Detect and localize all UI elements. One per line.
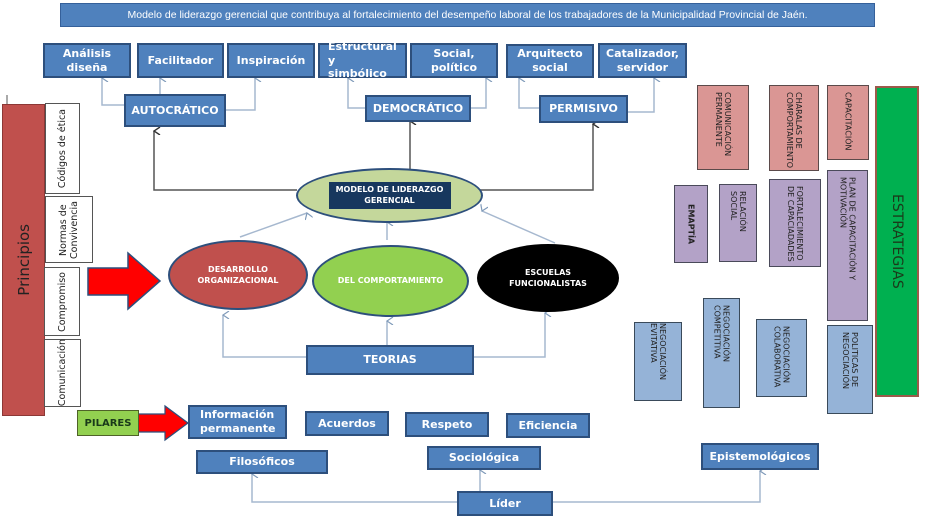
diagram-title: Modelo de liderazgo gerencial que contri… [60,3,875,27]
line-lider-filosoficos [252,474,458,503]
line-perm-catalizador [628,78,654,113]
strategy-negociacion-evitativa: NEGOCIACIÓN EVITATIVA [634,322,682,401]
principio-label: Compromiso [56,271,68,332]
trait-catalizador-servidor: Catalizador, servidor [598,43,687,78]
style-label: DEMOCRÁTICO [372,101,464,115]
strategy-empatia: EMAPTÍA [674,185,708,263]
strategy-label: POLITICAS DE NEGOCIACIÓN [841,332,859,390]
trait-inspiracion: Inspiración [227,43,315,78]
trait-label: Arquitecto social [517,47,583,74]
strategy-comunicacion-permanente: COMUNICACIÓN PERMANENTE [697,85,749,170]
estrategias-label: ESTRATEGIAS [889,194,905,289]
line-model-auto [154,131,297,191]
pilar-eficiencia: Eficiencia [506,413,590,438]
pilar-respeto: Respeto [405,412,489,437]
pilar-acuerdos: Acuerdos [305,411,389,436]
teorias-box: TEORIAS [306,345,474,375]
line-teorias-desarrollo [223,315,307,358]
line-model-perm [480,124,593,191]
line-auto-inspiracion [225,78,255,111]
trait-analisis-disena: Análisis diseña [43,43,131,78]
strategy-label: RELACIÓN SOCIAL [729,191,747,232]
style-permisivo: PERMISIVO [539,95,628,123]
lider-label: Líder [489,496,521,510]
line-perm-arquitecto [519,78,540,109]
base-sociologica: Sociológica [427,446,541,470]
strategy-label: FORTALECIMIENTO DE CAPACIADADES [786,186,804,262]
strategy-negociacion-competitiva: NEGOCIACIÓN COMPETITIVA [703,298,740,408]
strategy-capacitacion: CAPACITACIÓN [827,85,869,160]
pilares-box: PILARES [77,410,139,436]
strategy-label: CHARALAS DE COMPORTAMIENTO [785,92,803,169]
principio-label: Normas de Convivencia [58,200,80,259]
red-arrow-principios-icon [87,251,162,311]
theory-label: DESARROLLO ORGANIZACIONAL [197,264,279,285]
principio-label: Códigos de ética [57,108,68,189]
pilar-informacion-permanente: Información permanente [188,405,287,439]
strategy-charlas-comportamiento: CHARALAS DE COMPORTAMIENTO [769,85,819,171]
pilar-label: Información permanente [200,408,276,435]
principio-comunicacion: Comunicación [44,339,81,407]
line-demo-social [470,78,486,109]
strategy-relacion-social: RELACIÓN SOCIAL [719,184,757,262]
base-filosoficos: Filosóficos [196,450,328,474]
trait-label: Social, político [430,46,478,74]
line-lider-epistemologicos [542,471,760,503]
trait-label: Facilitador [147,53,214,67]
theory-desarrollo-organizacional: DESARROLLO ORGANIZACIONAL [168,240,308,310]
theory-label: DEL COMPORTAMIENTO [337,276,444,286]
line-escuelas-model [482,211,556,244]
trait-arquitecto-social: Arquitecto social [506,44,594,78]
strategy-label: NEGOCIACIÓN COLABORATIVA [772,326,791,388]
base-label: Sociológica [448,451,520,465]
principio-codigos-etica: Códigos de ética [45,103,80,194]
model-ellipse: MODELO DE LIDERAZGO GERENCIAL [296,168,483,223]
strategy-label: EMAPTÍA [686,203,696,245]
strategy-plan-capacitacion-motivacion: PLAN DE CAPACITACIÓN Y MOTIVACIÓN [827,170,868,321]
style-label: AUTOCRÁTICO [131,103,219,117]
style-label: PERMISIVO [549,102,618,116]
teorias-label: TEORIAS [363,353,417,367]
style-autocratico: AUTOCRÁTICO [124,94,226,127]
line-auto-analisis [102,78,125,106]
pilar-label: Respeto [421,417,473,431]
strategy-politicas-negociacion: POLITICAS DE NEGOCIACIÓN [827,325,873,414]
lider-box: Líder [457,491,553,516]
principios-label: Principios [14,224,33,296]
red-arrow-pilares-icon [137,404,190,442]
line-desarrollo-model [239,213,307,238]
theory-label: ESCUELAS FUNCIONALISTAS [509,267,587,288]
pilar-label: Eficiencia [518,418,578,432]
principios-bar: Principios [2,104,45,416]
strategy-fortalecimiento-capacidades: FORTALECIMIENTO DE CAPACIADADES [769,179,821,267]
strategy-label: NEGOCIACIÓN COMPETITIVA [712,305,731,363]
line-teorias-escuelas [474,313,545,358]
trait-label: Análisis diseña [62,46,112,74]
base-label: Filosóficos [229,455,295,469]
theory-del-comportamiento: DEL COMPORTAMIENTO [312,245,469,317]
strategy-label: NEGOCIACIÓN EVITATIVA [649,323,667,381]
strategy-label: CAPACITACIÓN [843,92,853,151]
trait-label: Estructural y simbólico [328,39,397,81]
theory-escuelas-funcionalistas: ESCUELAS FUNCIONALISTAS [477,244,619,312]
trait-label: Catalizador, servidor [606,46,679,74]
trait-social-politico: Social, político [410,43,498,78]
base-label: Epistemológicos [709,449,811,463]
strategy-label: COMUNICACIÓN PERMANENTE [714,92,732,157]
line-demo-estructural [348,78,365,109]
base-epistemologicos: Epistemológicos [701,443,819,470]
estrategias-bar: ESTRATEGIAS [875,86,919,397]
trait-estructural-simbolico: Estructural y simbólico [318,39,407,81]
trait-facilitador: Facilitador [137,43,224,78]
strategy-negociacion-colaborativa: NEGOCIACIÓN COLABORATIVA [756,319,807,397]
model-label: MODELO DE LIDERAZGO GERENCIAL [328,182,451,209]
principio-normas-convivencia: Normas de Convivencia [45,196,93,263]
trait-label: Inspiración [236,53,306,67]
strategy-label: PLAN DE CAPACITACIÓN Y MOTIVACIÓN [838,177,857,281]
pilares-label: PILARES [84,417,132,429]
principio-compromiso: Compromiso [44,267,80,336]
style-democratico: DEMOCRÁTICO [365,95,471,122]
principio-label: Comunicación [57,339,68,407]
pilar-label: Acuerdos [318,416,376,430]
